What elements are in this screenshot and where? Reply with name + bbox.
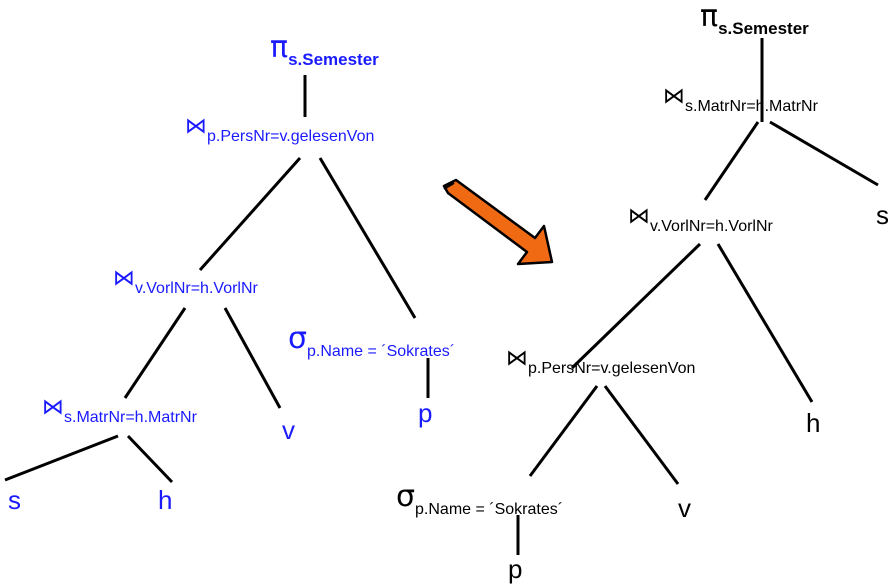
left-join-bottom-cond: s.MatrNr=h.MatrNr [64,409,197,426]
right-leaf-s: s [876,200,889,230]
right-leaf-p: p [508,554,523,584]
left-join-mid: ⋈v.VorlNr=h.VorlNr [113,266,258,297]
join-symbol: ⋈ [663,84,685,109]
join-symbol: ⋈ [113,266,135,291]
right-edge-joinmid-joinbottom [570,242,702,370]
left-selection-cond: p.Name = ´Sokrates´ [307,343,456,360]
left-leaf-h: h [158,485,173,515]
right-join-top-cond: s.MatrNr=h.MatrNr [685,98,818,115]
right-edge-joinmid-h [716,243,814,403]
right-edge-jointop-s [769,120,879,187]
right-leaf-v: v [678,493,691,523]
join-symbol: ⋈ [628,204,650,229]
right-tree-edges [516,38,879,555]
right-projection: πs.Semester [700,0,809,38]
left-edge-joinmid-v [223,307,282,409]
left-edge-joinbottom-h [126,434,174,484]
right-join-mid: ⋈v.VorlNr=h.VorlNr [628,204,773,235]
right-projection-attr: s.Semester [718,19,809,38]
right-join-bottom: ⋈p.PersNr=v.gelesenVon [506,346,695,377]
right-leaf-h: h [806,408,821,438]
right-join-top: ⋈s.MatrNr=h.MatrNr [663,84,818,115]
join-symbol: ⋈ [506,346,528,371]
left-leaf-s: s [8,485,21,515]
left-join-top-cond: p.PersNr=v.gelesenVon [207,128,375,145]
projection-symbol: π [700,0,719,34]
transform-arrow [442,178,554,266]
selection-symbol: σ [396,479,416,514]
left-join-top: ⋈p.PersNr=v.gelesenVon [185,114,374,145]
right-join-bottom-cond: p.PersNr=v.gelesenVon [528,360,696,377]
left-projection-attr: s.Semester [288,50,379,69]
left-selection: σp.Name = ´Sokrates´ [288,321,455,360]
left-edge-joinmid-joinbottom [123,307,187,399]
right-selection-cond: p.Name = ´Sokrates´ [415,501,564,518]
left-projection: πs.Semester [270,30,379,69]
left-edge-jointop-select [318,157,417,319]
projection-symbol: π [270,30,289,65]
right-join-mid-cond: v.VorlNr=h.VorlNr [650,218,773,235]
left-edge-joinbottom-s [4,434,119,482]
right-selection: σp.Name = ´Sokrates´ [396,479,563,518]
right-edge-joinbottom-select [528,385,599,477]
right-edge-jointop-joinmid [703,121,760,201]
left-tree-edges [4,75,430,484]
left-join-bottom: ⋈s.MatrNr=h.MatrNr [42,395,197,426]
right-edge-joinbottom-v [603,385,680,485]
left-join-mid-cond: v.VorlNr=h.VorlNr [135,280,258,297]
join-symbol: ⋈ [42,395,64,420]
left-leaf-p: p [418,398,433,428]
transform-arrow-shape [442,178,554,266]
left-edge-jointop-joinmid [198,157,302,271]
join-symbol: ⋈ [185,114,207,139]
selection-symbol: σ [288,321,308,356]
left-leaf-v: v [282,415,295,445]
